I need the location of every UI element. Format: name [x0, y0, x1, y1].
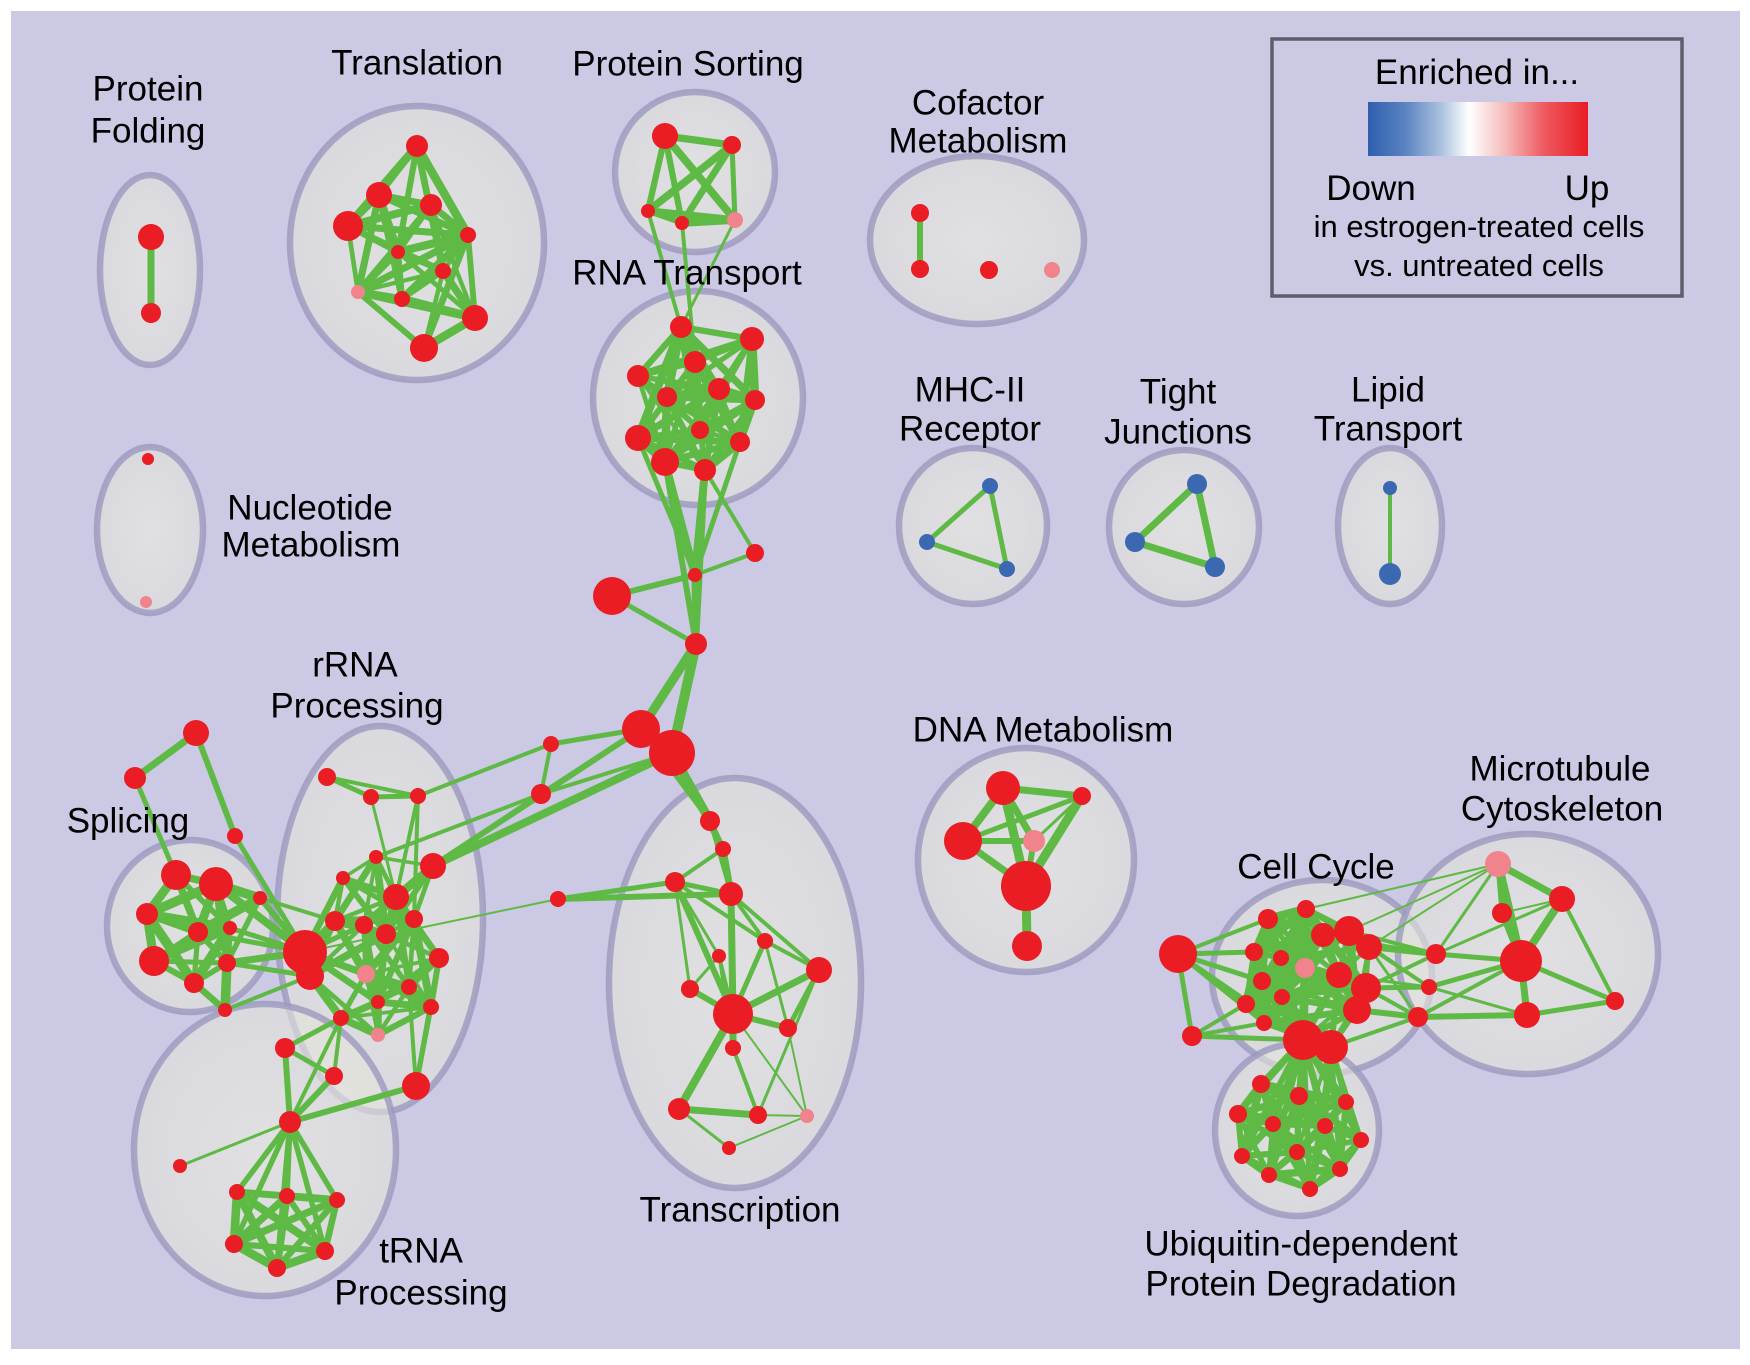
- svg-text:Translation: Translation: [331, 44, 503, 83]
- svg-text:Lipid: Lipid: [1351, 371, 1425, 410]
- svg-text:Junctions: Junctions: [1104, 413, 1252, 452]
- svg-text:Ubiquitin-dependent: Ubiquitin-dependent: [1144, 1225, 1458, 1264]
- svg-text:DNA Metabolism: DNA Metabolism: [913, 711, 1174, 750]
- svg-text:Splicing: Splicing: [67, 802, 190, 841]
- svg-text:Cytoskeleton: Cytoskeleton: [1461, 790, 1663, 829]
- svg-text:Tight: Tight: [1140, 373, 1217, 412]
- svg-text:Folding: Folding: [91, 112, 206, 151]
- svg-text:rRNA: rRNA: [312, 646, 398, 685]
- svg-text:Metabolism: Metabolism: [222, 526, 401, 565]
- svg-text:MHC-II: MHC-II: [915, 371, 1026, 410]
- svg-text:Metabolism: Metabolism: [889, 122, 1068, 161]
- svg-text:in estrogen-treated cells: in estrogen-treated cells: [1314, 209, 1645, 244]
- svg-text:Processing: Processing: [270, 687, 443, 726]
- svg-text:Cofactor: Cofactor: [912, 84, 1045, 123]
- svg-text:Enriched in...: Enriched in...: [1375, 53, 1579, 92]
- svg-text:Protein: Protein: [93, 70, 204, 109]
- svg-text:Cell Cycle: Cell Cycle: [1237, 848, 1395, 887]
- svg-text:Nucleotide: Nucleotide: [227, 489, 392, 528]
- svg-text:Transcription: Transcription: [640, 1191, 841, 1230]
- svg-text:Receptor: Receptor: [899, 410, 1041, 449]
- svg-text:Up: Up: [1565, 169, 1610, 208]
- svg-text:tRNA: tRNA: [379, 1232, 463, 1271]
- svg-text:Down: Down: [1326, 169, 1415, 208]
- svg-text:Microtubule: Microtubule: [1470, 750, 1651, 789]
- svg-text:Protein Degradation: Protein Degradation: [1145, 1265, 1456, 1304]
- svg-text:Processing: Processing: [334, 1274, 507, 1313]
- svg-text:vs. untreated cells: vs. untreated cells: [1354, 248, 1604, 283]
- svg-text:RNA Transport: RNA Transport: [572, 254, 802, 293]
- svg-text:Protein Sorting: Protein Sorting: [572, 45, 804, 84]
- svg-text:Transport: Transport: [1314, 410, 1463, 449]
